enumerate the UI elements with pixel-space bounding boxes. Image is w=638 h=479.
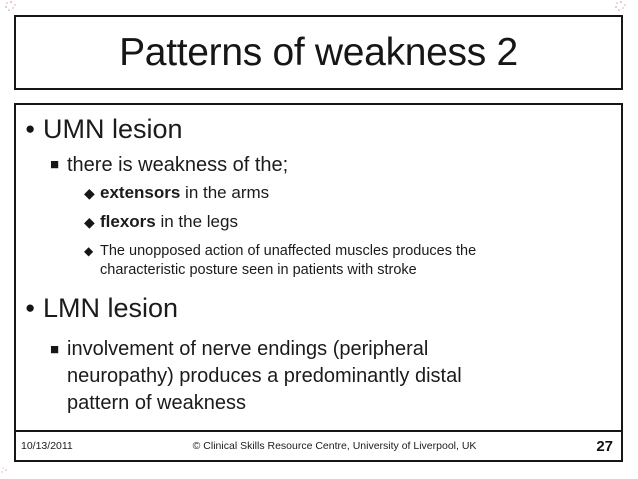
footer-date: 10/13/2011	[21, 440, 73, 452]
bullet-item-unopposed-action: ◆ The unopposed action of unaffected mus…	[16, 242, 621, 280]
diamond-bullet-icon: ◆	[84, 214, 95, 230]
diamond-bullet-icon: ◆	[84, 185, 95, 201]
diamond-bullet-icon: ◆	[84, 244, 94, 258]
scan-artifact-top-right	[614, 1, 616, 3]
slide-title: Patterns of weakness 2	[119, 30, 518, 74]
bullet-text-rest: in the arms	[180, 183, 270, 202]
bullet-item-weakness-of: ■ there is weakness of the;	[16, 151, 621, 179]
square-bullet-icon: ■	[50, 156, 60, 173]
bullet-text-rest: in the legs	[155, 212, 238, 231]
bullet-text: involvement of nerve endings (peripheral…	[67, 338, 462, 414]
bullet-list: ● UMN lesion ■ there is weakness of the;…	[16, 105, 621, 430]
scan-artifact-top-left	[4, 1, 6, 3]
bullet-item-extensors: ◆ extensors in the arms	[16, 181, 621, 205]
bullet-item-lmn-lesion: ● LMN lesion	[16, 290, 621, 326]
slide-footer: 10/13/2011 © Clinical Skills Resource Ce…	[16, 430, 621, 460]
bullet-text: LMN lesion	[43, 293, 179, 323]
bullet-text-bold: flexors	[100, 212, 156, 231]
bullet-text: UMN lesion	[43, 114, 183, 144]
content-box: ● UMN lesion ■ there is weakness of the;…	[14, 103, 623, 462]
circle-bullet-icon: ●	[25, 119, 36, 138]
footer-page-number: 27	[596, 437, 613, 455]
title-box: Patterns of weakness 2	[14, 15, 623, 90]
square-bullet-icon: ■	[50, 341, 60, 358]
bullet-item-flexors: ◆ flexors in the legs	[16, 210, 621, 234]
bullet-text-bold: extensors	[100, 183, 181, 202]
bullet-item-nerve-endings: ■ involvement of nerve endings (peripher…	[16, 336, 621, 417]
circle-bullet-icon: ●	[25, 298, 36, 317]
bullet-text: extensors in the arms	[100, 181, 269, 205]
bullet-text: flexors in the legs	[100, 210, 238, 234]
footer-copyright: © Clinical Skills Resource Centre, Unive…	[192, 440, 477, 452]
scan-artifact-bottom-left	[1, 466, 3, 468]
bullet-item-umn-lesion: ● UMN lesion	[16, 111, 621, 147]
bullet-text: there is weakness of the;	[67, 154, 289, 176]
bullet-text: The unopposed action of unaffected muscl…	[100, 243, 477, 278]
